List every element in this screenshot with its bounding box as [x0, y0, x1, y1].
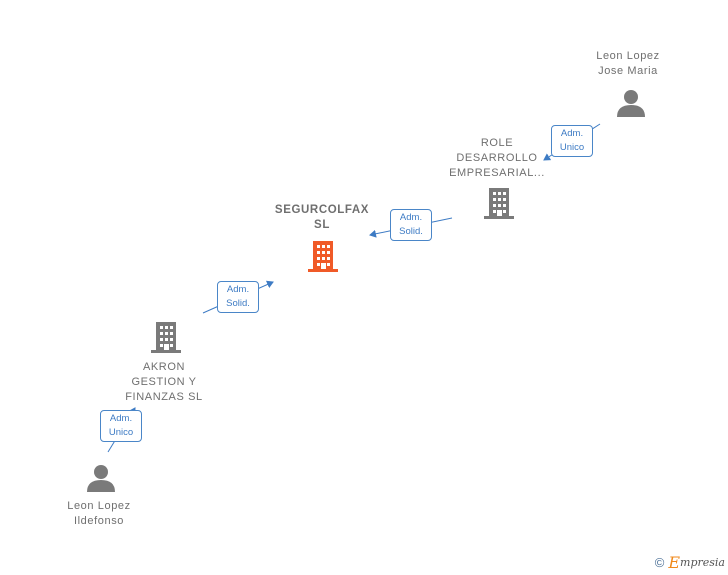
node-label-line: AKRON: [142, 361, 186, 373]
edge-label-line: Unico: [559, 142, 585, 153]
person-icon-leon-jose[interactable]: [615, 88, 647, 118]
node-label-leon-ildefonso[interactable]: Leon Lopez Ildefonso: [39, 499, 159, 529]
node-label-leon-jose[interactable]: Leon Lopez Jose Maria: [568, 49, 688, 79]
node-label-line: SEGURCOLFAX: [274, 204, 370, 216]
edge-label-line: Adm.: [399, 212, 423, 223]
node-label-line: DESARROLLO: [456, 152, 538, 164]
node-label-line: ROLE: [480, 137, 514, 149]
node-label-line: Leon Lopez: [596, 50, 660, 62]
node-label-line: SL: [314, 219, 330, 231]
edge-label-line: Adm.: [560, 128, 584, 139]
building-icon-akron[interactable]: [149, 319, 183, 355]
footer-brand[interactable]: © E mpresia: [655, 553, 725, 572]
brand-logo-text: mpresia: [680, 556, 725, 569]
node-label-line: GESTION Y: [131, 376, 197, 388]
brand-logo-initial: E: [668, 553, 681, 572]
edge-label-line: Unico: [108, 427, 134, 438]
edge-label-jose-role[interactable]: Adm. Unico: [551, 125, 593, 157]
node-label-segurcolfax[interactable]: SEGURCOLFAX SL: [262, 203, 382, 233]
building-icon-main[interactable]: [306, 238, 340, 274]
edge-label-line: Adm.: [226, 284, 250, 295]
node-label-line: Jose Maria: [598, 65, 658, 77]
node-label-akron[interactable]: AKRON GESTION Y FINANZAS SL: [104, 360, 224, 405]
edge-label-akron-segurcolfax[interactable]: Adm. Solid.: [217, 281, 259, 313]
building-icon-role[interactable]: [482, 185, 516, 221]
copyright-icon: ©: [654, 555, 665, 570]
edge-label-line: Solid.: [399, 226, 423, 237]
node-label-line: EMPRESARIAL...: [449, 167, 545, 179]
node-label-line: FINANZAS SL: [125, 391, 203, 403]
edge-label-line: Adm.: [109, 413, 133, 424]
edge-label-ildefonso-akron[interactable]: Adm. Unico: [100, 410, 142, 442]
edge-label-line: Solid.: [226, 298, 250, 309]
person-icon-leon-ildefonso[interactable]: [85, 463, 117, 493]
node-label-line: Leon Lopez: [67, 500, 131, 512]
node-label-line: Ildefonso: [73, 515, 125, 527]
edge-label-role-segurcolfax[interactable]: Adm. Solid.: [390, 209, 432, 241]
node-label-role[interactable]: ROLE DESARROLLO EMPRESARIAL...: [437, 136, 557, 181]
